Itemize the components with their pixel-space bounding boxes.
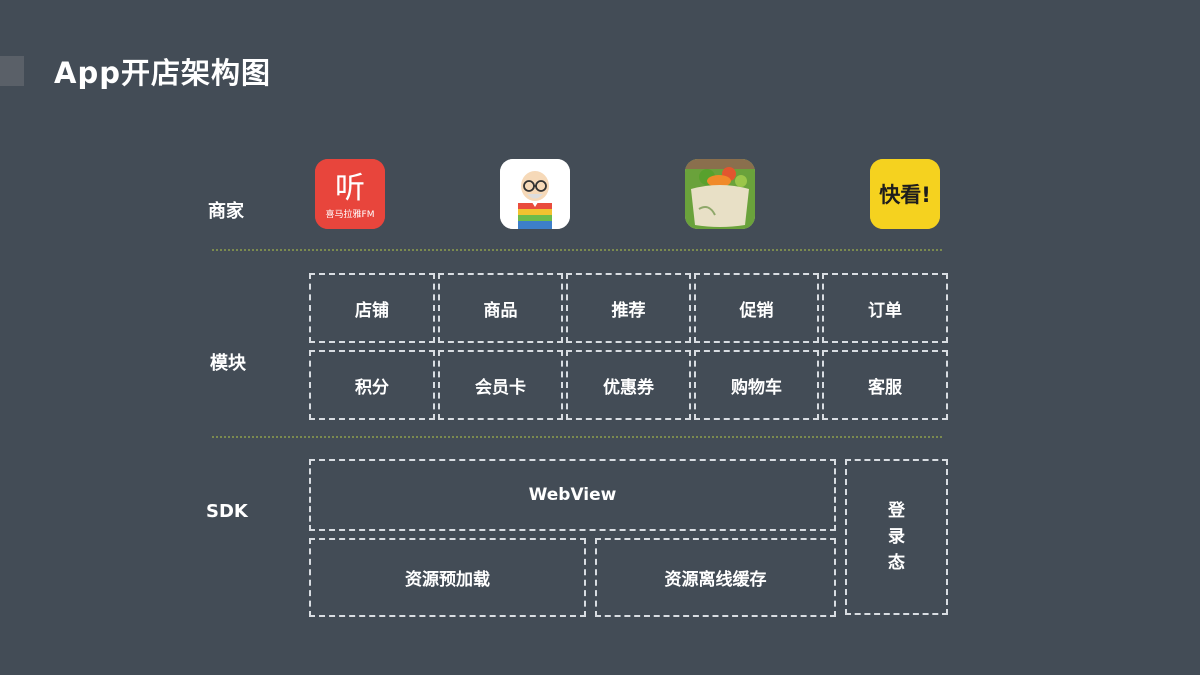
title-accent-bar [0, 56, 24, 86]
row-label-module: 模块 [210, 353, 246, 374]
divider-module-sdk [212, 436, 942, 438]
row-label-merchant: 商家 [208, 201, 244, 222]
sdk-webview: WebView [309, 459, 836, 531]
row-label-sdk: SDK [206, 501, 248, 522]
module-customer-service: 客服 [822, 350, 948, 420]
module-coupon: 优惠券 [566, 350, 691, 420]
module-member-card: 会员卡 [438, 350, 563, 420]
login-state-char-1: 登 [888, 501, 905, 521]
module-store: 店铺 [309, 273, 435, 343]
kuaikan-glyph: 快看! [879, 183, 931, 207]
login-state-char-2: 录 [888, 527, 905, 547]
module-order: 订单 [822, 273, 948, 343]
sdk-resource-offline-cache: 资源离线缓存 [595, 538, 836, 617]
sdk-resource-preload: 资源预加载 [309, 538, 586, 617]
ximalaya-icon: 听 喜马拉雅FM [315, 159, 385, 229]
module-promotion: 促销 [694, 273, 819, 343]
login-state-label: 登 录 态 [888, 498, 905, 576]
module-points: 积分 [309, 350, 435, 420]
module-goods: 商品 [438, 273, 563, 343]
food-basket-app-icon [685, 159, 755, 229]
page-title: App开店架构图 [54, 56, 271, 90]
divider-merchant-module [212, 249, 942, 251]
module-cart: 购物车 [694, 350, 819, 420]
sdk-login-state: 登 录 态 [845, 459, 948, 615]
kuaikan-app-icon: 快看! [870, 159, 940, 229]
ximalaya-glyph: 听 [335, 171, 365, 206]
ximalaya-caption: 喜马拉雅FM [326, 208, 375, 220]
module-recommend: 推荐 [566, 273, 691, 343]
elderly-man-app-icon [500, 159, 570, 229]
login-state-char-3: 态 [888, 553, 905, 573]
